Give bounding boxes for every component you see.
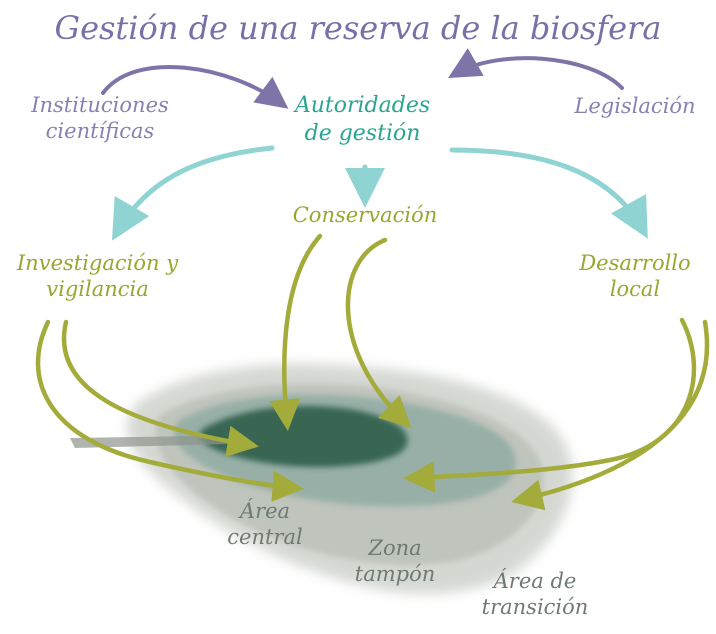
legislation-label: Legislación xyxy=(574,94,696,118)
landscape-ridge xyxy=(70,436,230,448)
arrow-legislation-to-authorities xyxy=(448,48,624,90)
arrow-authorities-to-development xyxy=(449,147,648,239)
arrow-development-to-transition xyxy=(511,319,710,511)
arrow-conservation-to-core xyxy=(269,233,323,431)
arrow-research-to-core xyxy=(61,319,259,457)
conservation-label: Conservación xyxy=(292,203,438,227)
arrow-research-to-buffer xyxy=(35,319,304,502)
management-authorities-label: Autoridades de gestión xyxy=(294,93,431,146)
core-area-label: Área central xyxy=(227,499,303,550)
research-monitoring-label: Investigación y vigilancia xyxy=(16,251,179,302)
arrow-institutions-to-authorities xyxy=(101,65,289,109)
local-development-label: Desarrollo local xyxy=(579,251,691,302)
scientific-institutions-label: Instituciones científicas xyxy=(31,93,169,144)
diagram-title: Gestión de una reserva de la biosfera xyxy=(54,9,662,47)
arrow-conservation-to-buffer xyxy=(345,237,412,429)
transition-area-label: Área de transición xyxy=(481,569,589,620)
arrow-development-to-buffer xyxy=(403,317,697,493)
reserve-landscape xyxy=(70,364,573,594)
buffer-zone-label: Zona tampón xyxy=(354,536,436,587)
arrow-authorities-to-research xyxy=(111,145,275,241)
